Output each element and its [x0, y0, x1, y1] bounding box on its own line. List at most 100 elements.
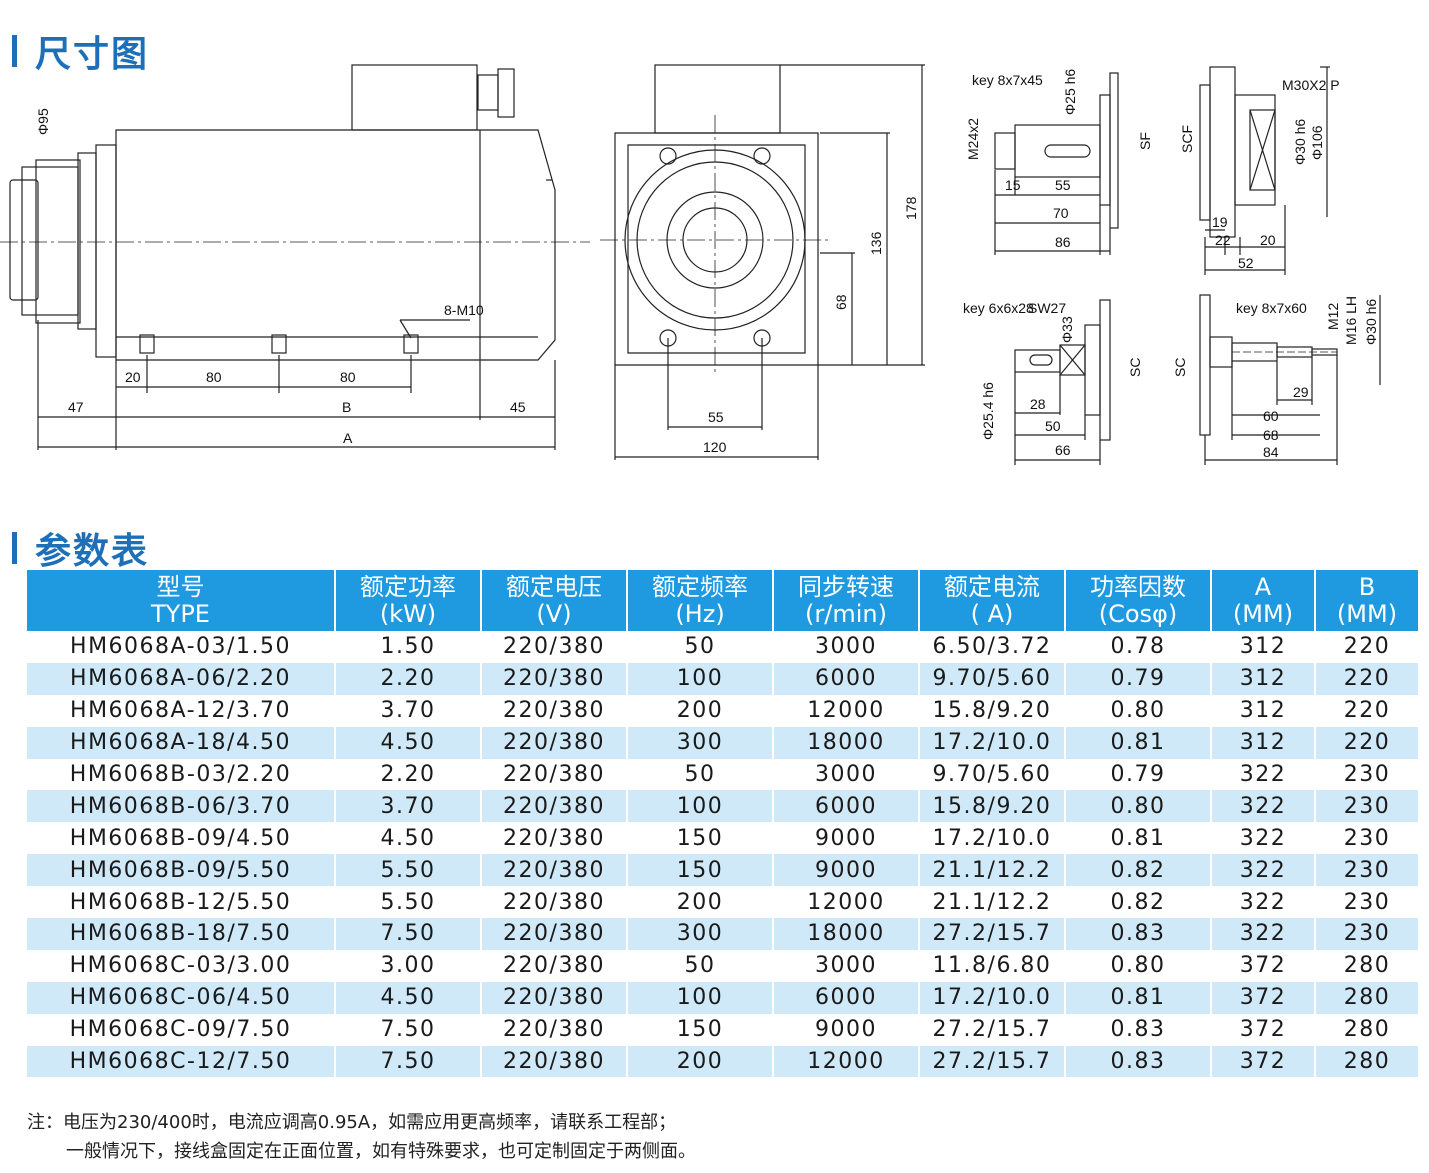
table-cell: HM6068B-09/4.50: [69, 825, 292, 851]
table-cell: 220/380: [480, 790, 627, 823]
table-cell: 1.50: [334, 631, 481, 663]
label-side-20: 20: [125, 369, 141, 385]
label-scf-19: 19: [1212, 214, 1228, 230]
column-header: A(MM): [1210, 570, 1315, 631]
column-header: 同步转速(r/min): [772, 570, 919, 631]
label-sc1-key: key 6x6x28: [963, 300, 1034, 316]
params-section-header: 参数表: [12, 522, 149, 574]
table-cell: 150: [626, 854, 773, 887]
table-cell: 0.83: [1064, 918, 1211, 950]
label-sf: SF: [1137, 132, 1153, 150]
column-header-en: (V): [536, 600, 572, 628]
table-cell: 220/380: [480, 822, 627, 855]
table-cell: 200: [626, 1045, 773, 1078]
sc-key-shaft-drawing: [1014, 299, 1111, 465]
table-cell: 0.79: [1064, 662, 1211, 695]
table-cell: 3.70: [334, 790, 481, 823]
table-cell: 220: [1314, 662, 1418, 695]
label-sf-15: 15: [1005, 177, 1021, 193]
table-cell: 150: [626, 822, 773, 855]
label-front-178: 178: [903, 196, 919, 220]
label-side-thread: 8-M10: [444, 302, 484, 318]
label-scf-52: 52: [1238, 255, 1254, 271]
table-cell: 2.20: [334, 662, 481, 695]
column-header-en: TYPE: [151, 600, 210, 628]
column-header: 功率因数(Cosφ): [1064, 570, 1211, 631]
table-cell: 3.70: [334, 694, 481, 727]
table-cell: HM6068A-12/3.70: [70, 698, 291, 724]
table-cell: 280: [1314, 1045, 1418, 1078]
label-sc2-60: 60: [1263, 408, 1279, 424]
column-header-en: (Cosφ): [1098, 600, 1178, 628]
table-cell: 21.1/12.2: [918, 854, 1065, 887]
label-side-45: 45: [510, 399, 526, 415]
sc-thread-shaft-drawing: [1199, 294, 1381, 465]
table-cell: 9000: [772, 1013, 919, 1046]
label-sf-86: 86: [1055, 234, 1071, 250]
table-cell: 0.81: [1064, 726, 1211, 759]
label-side-80a: 80: [206, 369, 222, 385]
label-sf-55: 55: [1055, 177, 1071, 193]
note-line-2: 一般情况下，接线盒固定在正面位置，如有特殊要求，也可定制固定于两侧面。: [66, 1141, 696, 1162]
section-accent-bar: [12, 532, 17, 564]
table-cell: 6000: [772, 981, 919, 1014]
column-header-en: (Hz): [675, 600, 725, 628]
table-cell: 220/380: [480, 854, 627, 887]
table-cell: 230: [1314, 918, 1418, 950]
table-cell: 230: [1314, 822, 1418, 855]
label-scf-m30: M30X2 P: [1282, 77, 1340, 93]
label-front-120: 120: [703, 439, 727, 455]
table-cell: 15.8/9.20: [918, 694, 1065, 727]
table-cell: 18000: [772, 918, 919, 950]
table-cell: 27.2/15.7: [918, 918, 1065, 950]
label-sc2-m16: M16 LH: [1343, 296, 1359, 345]
table-cell: 220: [1314, 694, 1418, 727]
label-sc1-66: 66: [1055, 442, 1071, 458]
table-cell: 9000: [772, 822, 919, 855]
table-cell: 3.00: [334, 949, 481, 982]
table-cell: 21.1/12.2: [918, 886, 1065, 919]
table-cell: 9.70/5.60: [918, 662, 1065, 695]
table-cell: 2.20: [334, 758, 481, 791]
label-sf-key: key 8x7x45: [972, 72, 1043, 88]
column-header-cn: 功率因数: [1090, 573, 1186, 601]
label-side-a: A: [343, 430, 353, 446]
table-cell: 0.80: [1064, 790, 1211, 823]
table-cell: 7.50: [334, 918, 481, 950]
label-side-dia: Φ95: [35, 108, 51, 135]
column-header-cn: 型号: [156, 573, 205, 601]
table-cell: 220: [1314, 631, 1418, 663]
table-cell: 0.80: [1064, 949, 1211, 982]
table-cell: 4.50: [334, 822, 481, 855]
label-sf-70: 70: [1053, 205, 1069, 221]
table-cell: 220/380: [480, 1013, 627, 1046]
table-cell: 300: [626, 726, 773, 759]
column-header: 额定电流( A): [918, 570, 1065, 631]
table-cell: 322: [1210, 758, 1315, 791]
table-cell: 0.83: [1064, 1013, 1211, 1046]
table-cell: 280: [1314, 981, 1418, 1014]
label-front-136: 136: [868, 231, 884, 255]
label-scf-20: 20: [1260, 232, 1276, 248]
table-cell: 0.78: [1064, 631, 1211, 663]
table-cell: 0.79: [1064, 758, 1211, 791]
table-cell: 312: [1210, 631, 1315, 663]
table-cell: 9.70/5.60: [918, 758, 1065, 791]
table-cell: 280: [1314, 1013, 1418, 1046]
label-sc1-dia254: Φ25.4 h6: [980, 382, 996, 440]
label-front-55: 55: [708, 409, 724, 425]
table-cell: 150: [626, 1013, 773, 1046]
table-cell: HM6068C-06/4.50: [27, 981, 335, 1014]
label-sf-dia25: Φ25 h6: [1062, 69, 1078, 115]
label-sc1-28: 28: [1030, 396, 1046, 412]
table-cell: 12000: [772, 694, 919, 727]
